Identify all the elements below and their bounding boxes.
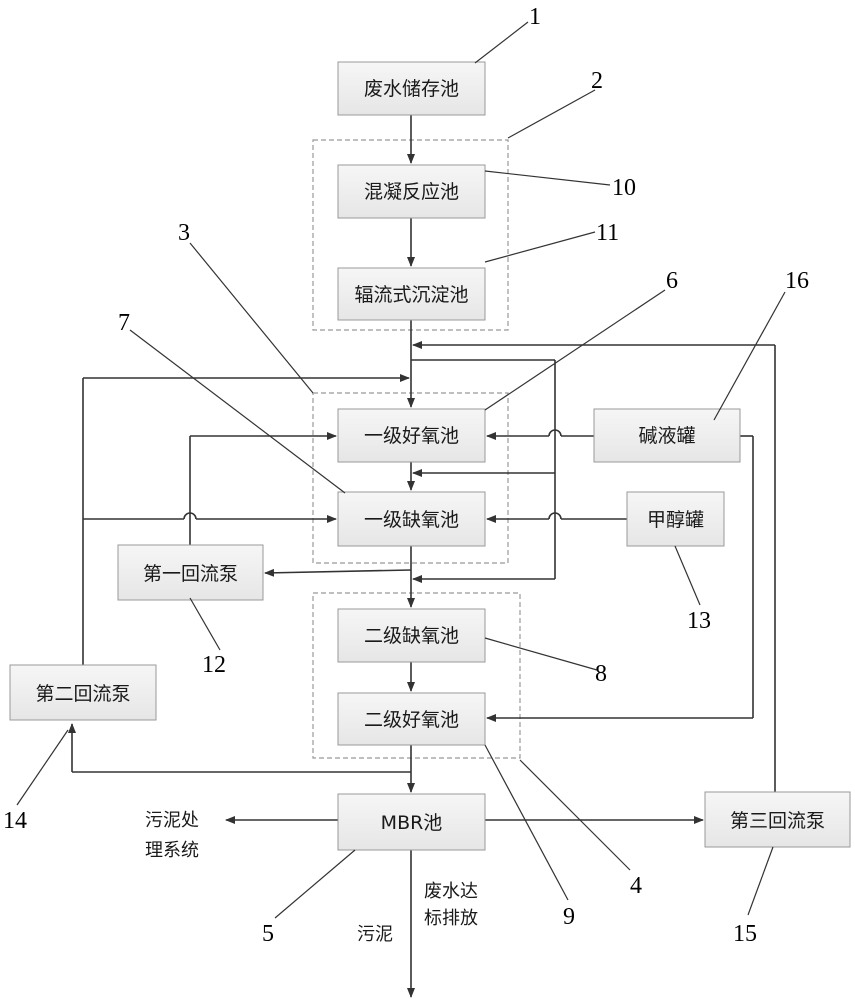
svg-text:碱液罐: 碱液罐 <box>638 425 695 447</box>
box-mbr: MBR池 <box>337 793 486 851</box>
svg-text:辐流式沉淀池: 辐流式沉淀池 <box>354 284 468 306</box>
callout-6: 6 <box>666 268 678 294</box>
callout-9: 9 <box>563 904 575 930</box>
box-anoxic-1: 一级缺氧池 <box>337 491 486 547</box>
callout-12: 12 <box>202 652 226 678</box>
box-anoxic-2: 二级缺氧池 <box>337 608 486 663</box>
box-return-pump-3: 第三回流泵 <box>704 791 851 848</box>
svg-text:甲醇罐: 甲醇罐 <box>647 509 704 531</box>
box-methanol-tank: 甲醇罐 <box>626 491 725 547</box>
svg-text:一级好氧池: 一级好氧池 <box>364 425 459 447</box>
label-sludge-system-2: 理系统 <box>145 840 199 861</box>
callout-16: 16 <box>785 268 809 294</box>
callout-2: 2 <box>591 68 603 94</box>
svg-text:一级缺氧池: 一级缺氧池 <box>364 509 459 531</box>
label-sludge: 污泥 <box>357 924 393 945</box>
svg-text:废水储存池: 废水储存池 <box>364 78 459 100</box>
callout-leaders <box>16 21 786 919</box>
label-sludge-system-1: 污泥处 <box>145 810 199 831</box>
flow-lines <box>68 115 776 998</box>
callout-15: 15 <box>733 921 757 947</box>
callout-5: 5 <box>262 921 274 947</box>
callout-3: 3 <box>178 220 190 246</box>
box-alkali-tank: 碱液罐 <box>593 408 741 463</box>
svg-text:MBR池: MBR池 <box>381 812 443 834</box>
label-discharge-1: 废水达 <box>424 881 478 902</box>
callout-4: 4 <box>630 873 642 899</box>
box-aerobic-2: 二级好氧池 <box>337 692 486 746</box>
callout-14: 14 <box>3 808 27 834</box>
label-discharge-2: 标排放 <box>424 908 478 929</box>
svg-text:第二回流泵: 第二回流泵 <box>35 683 130 705</box>
callout-8: 8 <box>595 661 607 687</box>
callout-1: 1 <box>529 4 541 30</box>
box-return-pump-2: 第二回流泵 <box>9 664 157 721</box>
svg-text:第一回流泵: 第一回流泵 <box>143 563 238 585</box>
box-return-pump-1: 第一回流泵 <box>117 544 264 601</box>
box-aerobic-1: 一级好氧池 <box>337 408 486 463</box>
callout-11: 11 <box>596 220 619 246</box>
callout-10: 10 <box>612 175 636 201</box>
box-wastewater-storage: 废水储存池 <box>337 61 486 116</box>
callout-7: 7 <box>118 310 130 336</box>
svg-text:二级缺氧池: 二级缺氧池 <box>364 625 459 647</box>
svg-text:混凝反应池: 混凝反应池 <box>364 181 459 203</box>
box-coagulation: 混凝反应池 <box>337 164 486 219</box>
group-4-border <box>312 592 521 759</box>
svg-text:第三回流泵: 第三回流泵 <box>730 810 825 832</box>
callout-13: 13 <box>687 608 711 634</box>
svg-text:二级好氧池: 二级好氧池 <box>364 709 459 731</box>
box-radial-sedimentation: 辐流式沉淀池 <box>337 267 486 321</box>
